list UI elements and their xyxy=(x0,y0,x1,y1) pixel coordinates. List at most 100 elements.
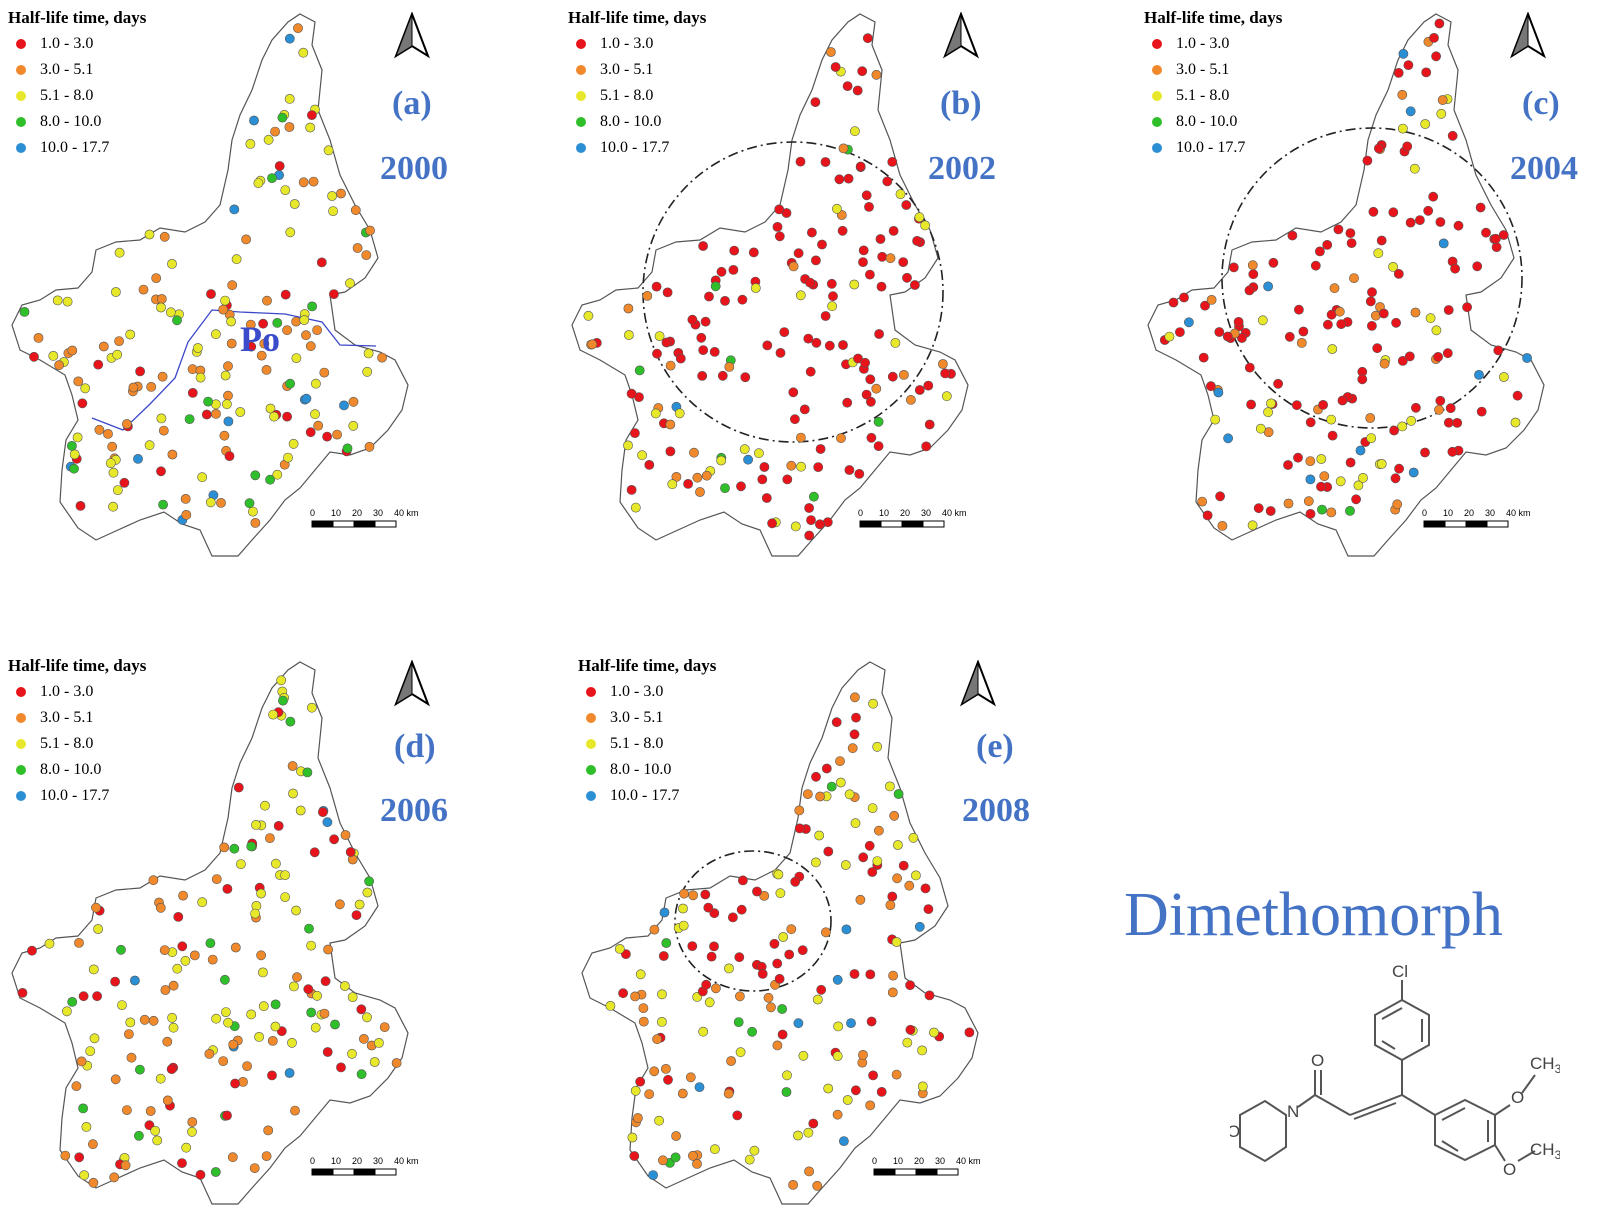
legend-label: 10.0 - 17.7 xyxy=(1176,139,1246,156)
sample-point xyxy=(1326,309,1337,320)
sample-point xyxy=(322,817,333,828)
sample-point xyxy=(221,399,232,410)
sample-point xyxy=(305,122,316,133)
sample-point xyxy=(630,502,641,513)
sample-point xyxy=(80,383,91,394)
sample-point xyxy=(1202,510,1213,521)
sample-point xyxy=(892,873,902,884)
sample-point xyxy=(108,501,118,512)
sample-point xyxy=(306,940,316,951)
sample-point xyxy=(774,973,785,984)
sample-point xyxy=(251,819,261,830)
sample-point xyxy=(1481,227,1491,238)
sample-point xyxy=(832,1109,843,1120)
sample-point xyxy=(27,945,37,956)
sample-point xyxy=(33,332,44,343)
sample-point xyxy=(273,820,284,831)
sample-point xyxy=(904,880,915,891)
sample-point xyxy=(228,1039,239,1050)
sample-point xyxy=(138,284,149,295)
sample-point xyxy=(761,493,772,503)
sample-point xyxy=(905,394,916,405)
sample-point xyxy=(122,1105,132,1115)
sample-point xyxy=(865,374,876,385)
sample-point xyxy=(1244,362,1255,373)
sample-point xyxy=(1268,257,1279,268)
sample-point xyxy=(872,856,883,866)
sample-point xyxy=(694,1082,705,1092)
sample-point xyxy=(895,189,906,199)
north-arrow-icon xyxy=(943,12,979,59)
sample-point xyxy=(1368,206,1379,217)
sample-point xyxy=(1316,481,1326,492)
sample-point xyxy=(703,902,714,913)
sample-point xyxy=(735,1047,746,1058)
sample-point xyxy=(1365,413,1376,423)
sample-point xyxy=(126,1052,137,1063)
sample-point xyxy=(1405,217,1416,228)
sample-point xyxy=(940,368,951,379)
sample-point xyxy=(103,428,113,439)
sample-point xyxy=(804,503,814,513)
sample-point xyxy=(260,800,270,811)
sample-point xyxy=(747,1026,757,1037)
sample-point xyxy=(583,310,594,321)
legend-label: 8.0 - 10.0 xyxy=(1176,113,1238,130)
sample-point xyxy=(259,338,270,349)
sample-point xyxy=(216,497,226,508)
sample-point xyxy=(778,932,789,942)
sample-point xyxy=(261,1151,272,1161)
sample-point xyxy=(739,444,750,455)
sample-point xyxy=(1462,302,1472,313)
sample-point xyxy=(267,1035,278,1046)
legend-item: 10.0 - 17.7 xyxy=(568,135,706,161)
sample-point xyxy=(356,1069,367,1080)
sample-point xyxy=(623,440,633,451)
sample-point xyxy=(661,1063,671,1074)
sample-point xyxy=(219,974,230,985)
sample-point xyxy=(826,781,837,792)
sample-point xyxy=(1164,331,1175,342)
sample-point xyxy=(1404,351,1415,362)
sample-point xyxy=(820,927,831,938)
po-river xyxy=(91,309,377,431)
sample-point xyxy=(270,999,281,1010)
sample-point xyxy=(665,360,676,371)
sample-point xyxy=(727,912,738,923)
sample-point xyxy=(875,234,886,244)
scale-tick-label: 10 xyxy=(879,508,889,518)
sample-point xyxy=(627,1132,638,1143)
sample-point xyxy=(1263,281,1274,292)
atom-cl: Cl xyxy=(1392,965,1408,981)
sample-point xyxy=(133,1130,144,1141)
sample-point xyxy=(844,465,855,475)
sample-point xyxy=(44,938,55,949)
sample-point xyxy=(339,400,349,411)
sample-point xyxy=(1410,402,1421,413)
scale-tick-label: 40 km xyxy=(956,1156,981,1166)
scale-tick-label: 10 xyxy=(331,508,341,518)
sample-point xyxy=(364,441,375,452)
legend-label: 5.1 - 8.0 xyxy=(40,87,94,104)
sample-point xyxy=(695,487,705,497)
panel-year: 2002 xyxy=(928,150,996,187)
sample-point xyxy=(93,359,104,370)
sample-point xyxy=(772,958,783,969)
sample-point xyxy=(206,289,216,299)
panel-year: 2008 xyxy=(962,792,1030,829)
sample-point xyxy=(356,1004,367,1015)
sample-point xyxy=(720,295,730,306)
sample-point xyxy=(737,294,748,305)
sample-point xyxy=(1351,494,1361,505)
methyl-1: CH3 xyxy=(1530,1054,1560,1076)
sample-point xyxy=(222,1110,232,1121)
sample-point xyxy=(256,350,267,361)
sample-point xyxy=(626,388,637,399)
sample-point xyxy=(709,908,720,919)
sample-point xyxy=(319,1008,330,1019)
sample-point xyxy=(762,340,773,351)
sample-point xyxy=(210,1167,221,1177)
sample-point xyxy=(701,470,712,481)
sample-point xyxy=(790,876,801,887)
